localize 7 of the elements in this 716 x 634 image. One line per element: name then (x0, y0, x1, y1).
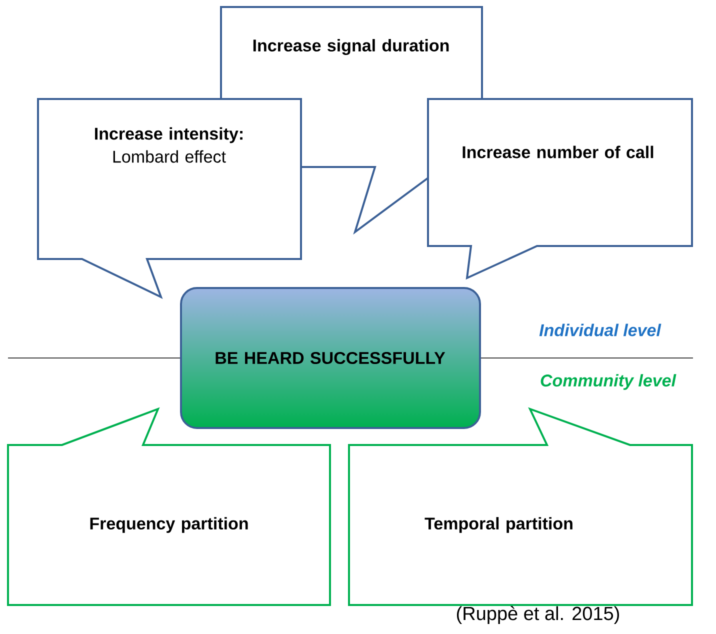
rounded-box: BE HEARD SUCCESSFULLY (180, 287, 481, 429)
level-label: Community level (540, 374, 676, 390)
level-label: Individual level (539, 324, 662, 336)
speech-bubble: Increase intensity: Lombard effect (37, 98, 302, 299)
speech-bubble: Increase number of call (427, 98, 693, 280)
speech-bubble: Frequency partition (7, 407, 331, 606)
speech-bubble: Temporal partition (348, 407, 693, 606)
